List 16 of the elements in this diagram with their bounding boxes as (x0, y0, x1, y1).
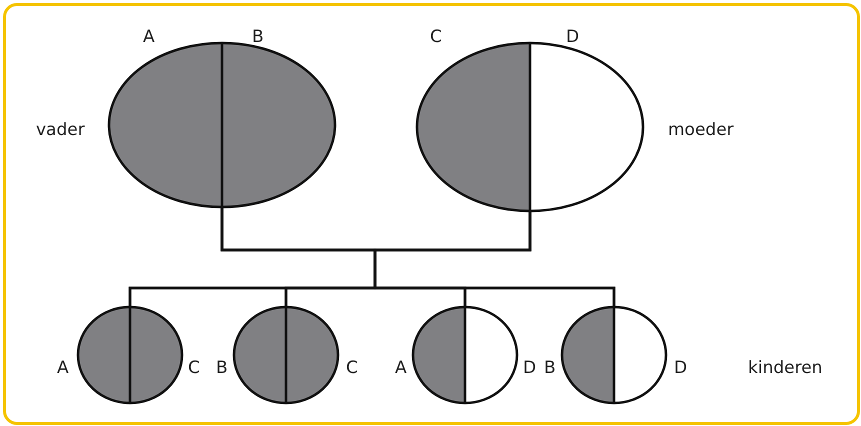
person-label: moeder (668, 120, 734, 140)
allele-label: A (143, 27, 155, 47)
allele-label: B (544, 358, 556, 378)
allele-label: D (523, 358, 536, 378)
allele-label: C (430, 27, 442, 47)
allele-label: C (188, 358, 200, 378)
generation-label: kinderen (748, 358, 822, 378)
allele-label: A (57, 358, 69, 378)
person-label: vader (36, 120, 85, 140)
allele-label: B (252, 27, 264, 47)
allele-label: D (566, 27, 580, 47)
allele-label: D (674, 358, 688, 378)
allele-label: B (216, 358, 228, 378)
allele-label: C (346, 358, 358, 378)
pedigree-line (374, 211, 616, 307)
allele-label: A (395, 358, 407, 378)
